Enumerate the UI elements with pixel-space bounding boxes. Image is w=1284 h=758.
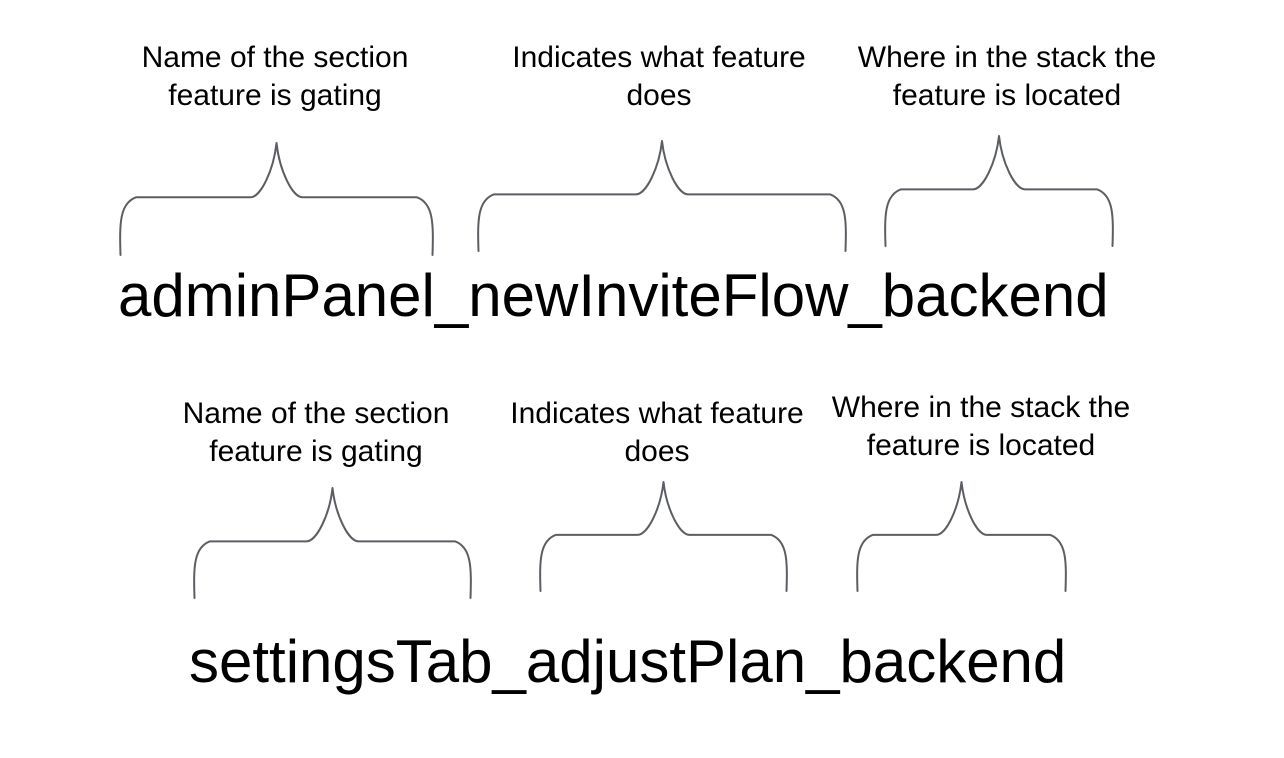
annotation-label: Name of the section feature is gating	[116, 395, 516, 471]
curly-brace	[884, 135, 1114, 247]
curly-brace	[539, 481, 788, 592]
curly-brace	[119, 142, 434, 256]
annotation-label: Indicates what feature does	[459, 39, 859, 115]
annotation-label: Where in the stack the feature is locate…	[781, 389, 1181, 465]
curly-brace-path	[856, 481, 1067, 592]
curly-brace	[856, 481, 1067, 592]
curly-brace	[193, 487, 472, 599]
annotation-label: Indicates what feature does	[457, 395, 857, 471]
annotation-label-line1: Name of the section	[141, 41, 409, 74]
curly-brace	[477, 140, 847, 252]
annotation-label-line1: Indicates what feature	[512, 41, 806, 74]
annotation-label-line1: Where in the stack the	[857, 41, 1157, 74]
annotation-label-line2: does	[624, 435, 690, 468]
curly-brace-path	[477, 140, 847, 252]
annotation-label-line1: Name of the section	[182, 397, 450, 430]
curly-brace-path	[884, 135, 1114, 247]
annotation-label-line2: does	[626, 79, 692, 112]
annotation-label-line2: feature is located	[866, 429, 1096, 462]
annotation-label-line2: feature is gating	[209, 435, 423, 468]
annotation-label-line1: Indicates what feature	[510, 397, 804, 430]
curly-brace-path	[193, 487, 472, 599]
annotation-label: Name of the section feature is gating	[75, 39, 475, 115]
feature-flag-name: settingsTab_adjustPlan_backend	[189, 628, 1067, 695]
curly-brace-path	[539, 481, 788, 592]
feature-flag-name: adminPanel_newInviteFlow_backend	[118, 262, 1109, 329]
annotation-label-line2: feature is gating	[168, 79, 382, 112]
annotation-label-line1: Where in the stack the	[831, 391, 1131, 424]
curly-brace-path	[119, 142, 434, 256]
annotation-label: Where in the stack the feature is locate…	[807, 39, 1207, 115]
annotation-label-line2: feature is located	[892, 79, 1122, 112]
